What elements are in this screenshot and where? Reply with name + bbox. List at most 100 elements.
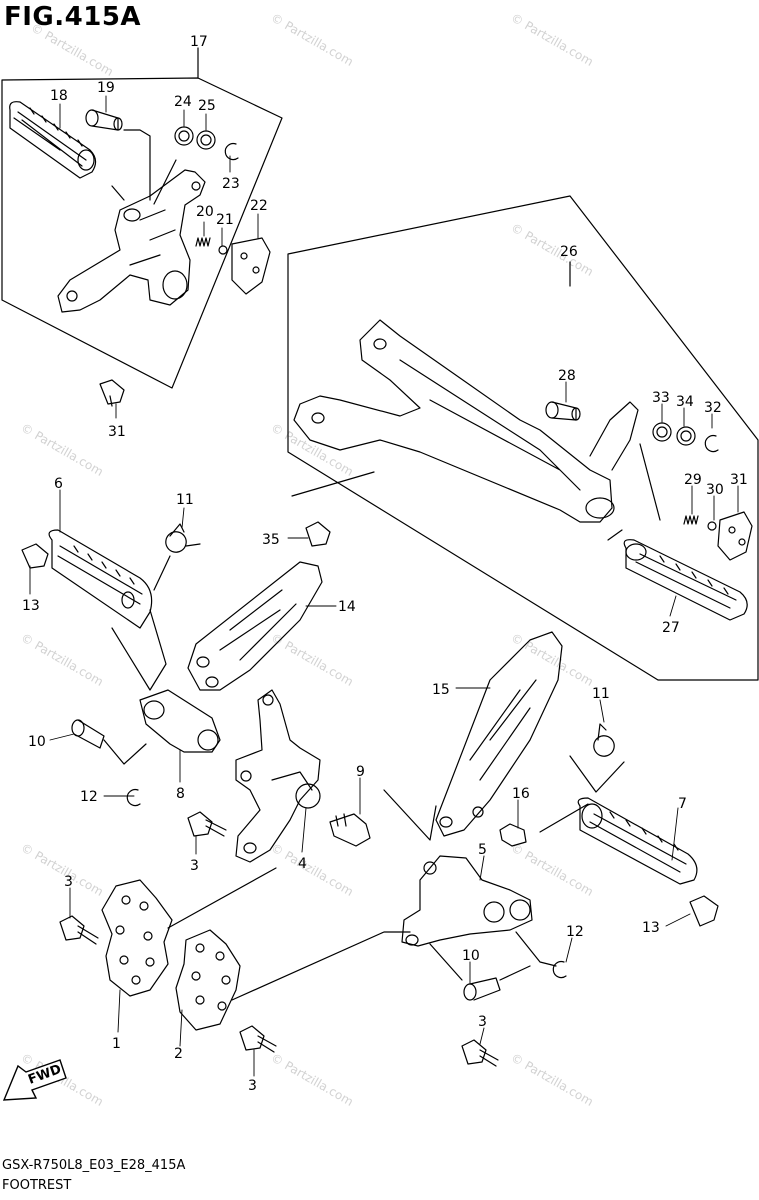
callout-16: 16 <box>512 786 530 802</box>
bolt-part-31-upper <box>99 379 125 407</box>
forward-arrow-icon: FWD <box>2 1059 67 1101</box>
plate-part-22 <box>231 237 271 295</box>
bolt-part-3-c <box>239 1025 277 1053</box>
watermark-text: © Partzilla.com <box>509 840 596 898</box>
footpeg-part-7 <box>577 797 698 885</box>
spring-part-20 <box>195 237 211 247</box>
watermark-text: © Partzilla.com <box>19 630 106 688</box>
spring-part-11-left <box>165 523 201 553</box>
footpeg-part-6 <box>48 529 153 629</box>
callout-13-right: 13 <box>642 920 660 936</box>
bolt-part-3-d <box>461 1039 499 1067</box>
callout-labels: 17 19 18 24 25 23 20 21 22 31 26 28 33 3… <box>22 34 748 1094</box>
callout-6: 6 <box>54 476 63 492</box>
callout-29: 29 <box>684 472 702 488</box>
bolt-part-16 <box>499 823 527 847</box>
callout-24: 24 <box>174 94 192 110</box>
figure-title: FIG.415A <box>4 2 142 32</box>
callout-11-right: 11 <box>592 686 610 702</box>
bolt-part-13-right <box>689 895 719 927</box>
bolt-part-13-left <box>21 543 49 569</box>
callout-10-right: 10 <box>462 948 480 964</box>
heel-guard-part-15 <box>435 631 563 837</box>
footrest-bracket-upper-left <box>57 169 206 313</box>
callout-34: 34 <box>676 394 694 410</box>
ball-part-30 <box>707 521 717 531</box>
watermarks: © Partzilla.com © Partzilla.com © Partzi… <box>19 10 596 1108</box>
clip-part-12-right <box>552 960 567 979</box>
callout-19: 19 <box>97 80 115 96</box>
callout-35: 35 <box>262 532 280 548</box>
callout-2: 2 <box>174 1046 183 1062</box>
heel-guard-part-14 <box>187 561 323 691</box>
callout-27: 27 <box>662 620 680 636</box>
callout-22: 22 <box>250 198 268 214</box>
callout-31-right: 31 <box>730 472 748 488</box>
pin-part-19 <box>85 109 123 131</box>
callout-30: 30 <box>706 482 724 498</box>
callout-15: 15 <box>432 682 450 698</box>
callout-10: 10 <box>28 734 46 750</box>
footpeg-pivot-part-8 <box>139 689 221 753</box>
washer-part-34 <box>676 426 696 446</box>
callout-31: 31 <box>108 424 126 440</box>
assembly-lines-right-box <box>607 443 661 541</box>
callout-13: 13 <box>22 598 40 614</box>
callout-4: 4 <box>298 856 307 872</box>
callout-1: 1 <box>112 1036 121 1052</box>
callout-26: 26 <box>560 244 578 260</box>
pin-part-10-right <box>463 977 501 1001</box>
watermark-text: © Partzilla.com <box>509 220 596 278</box>
clip-part-32 <box>704 434 719 453</box>
pin-part-28 <box>545 401 581 421</box>
callout-12-right: 12 <box>566 924 584 940</box>
footrest-bracket-rear-part-26 <box>293 319 639 523</box>
callout-32: 32 <box>704 400 722 416</box>
washer-part-24 <box>174 126 194 146</box>
callout-12: 12 <box>80 789 98 805</box>
footrest-bracket-part-5 <box>401 855 533 947</box>
callout-3-right: 3 <box>478 1014 487 1030</box>
callout-17: 17 <box>190 34 208 50</box>
callout-11: 11 <box>176 492 194 508</box>
callout-14: 14 <box>338 599 356 615</box>
callout-7: 7 <box>678 796 687 812</box>
footrest-bracket-part-4 <box>235 689 321 863</box>
callout-18: 18 <box>50 88 68 104</box>
bolt-part-9 <box>329 813 371 847</box>
watermark-text: © Partzilla.com <box>19 420 106 478</box>
washer-part-33 <box>652 422 672 442</box>
callout-3: 3 <box>190 858 199 874</box>
callout-20: 20 <box>196 204 214 220</box>
callout-8: 8 <box>176 786 185 802</box>
spring-part-11-right <box>593 723 615 757</box>
callout-23: 23 <box>222 176 240 192</box>
assembly-lines-right <box>383 755 625 981</box>
figure-name: FOOTREST <box>2 1178 72 1193</box>
callout-5: 5 <box>478 842 487 858</box>
watermark-text: © Partzilla.com <box>19 840 106 898</box>
callout-3-left: 3 <box>64 874 73 890</box>
bolt-part-35 <box>291 471 375 547</box>
watermark-text: © Partzilla.com <box>269 840 356 898</box>
callout-25: 25 <box>198 98 216 114</box>
mounting-plate-part-1 <box>101 879 173 997</box>
footpeg-part-18 <box>9 101 97 179</box>
plate-part-31 <box>717 511 753 561</box>
bolt-part-3-b <box>59 915 99 945</box>
assembly-lines-upper-left <box>111 129 177 205</box>
pin-part-10-left <box>71 719 105 749</box>
watermark-text: © Partzilla.com <box>509 1050 596 1108</box>
leader-lines <box>29 95 739 1077</box>
footpeg-part-27 <box>623 539 748 621</box>
watermark-text: © Partzilla.com <box>269 1050 356 1108</box>
washer-part-25 <box>196 130 216 150</box>
watermark-text: © Partzilla.com <box>509 10 596 68</box>
model-code: GSX-R750L8_E03_E28_415A <box>2 1158 186 1173</box>
watermark-text: © Partzilla.com <box>29 20 116 78</box>
clip-part-12-left <box>126 788 141 807</box>
bolt-part-3-a <box>187 811 227 837</box>
watermark-text: © Partzilla.com <box>269 10 356 68</box>
assembly-lines-left <box>103 555 171 765</box>
